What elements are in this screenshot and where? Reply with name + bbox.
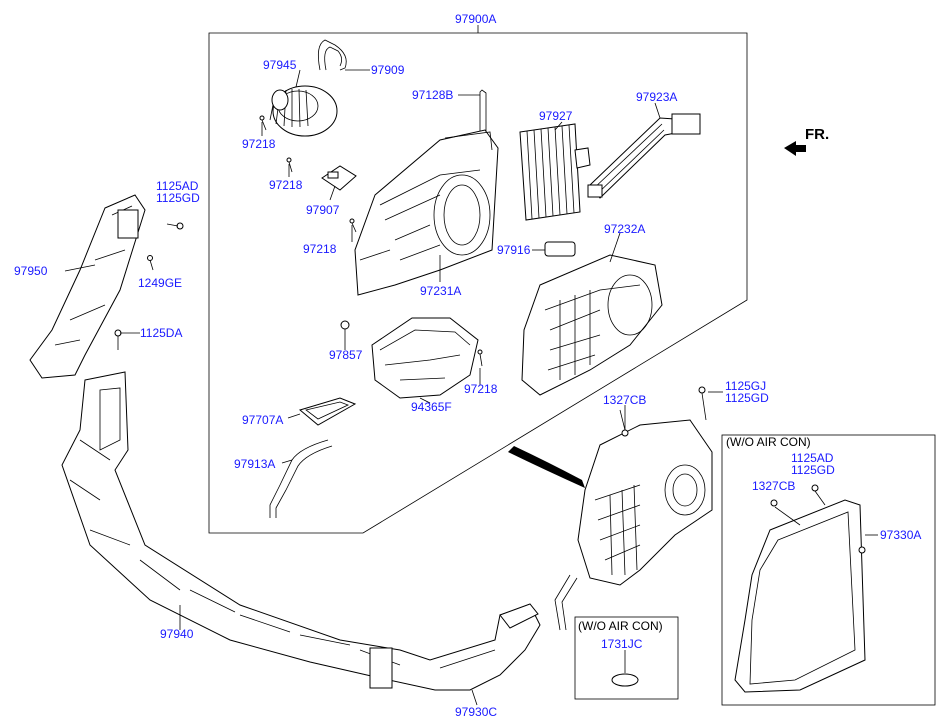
front-arrow-icon bbox=[784, 141, 806, 156]
svg-text:1125AD: 1125AD bbox=[156, 179, 199, 193]
svg-text:97857: 97857 bbox=[329, 348, 363, 362]
wo-air-con-label-bottom: (W/O AIR CON) bbox=[578, 619, 663, 633]
wo-air-con-label-right: (W/O AIR CON) bbox=[726, 435, 811, 449]
svg-text:1125DA: 1125DA bbox=[140, 326, 182, 340]
svg-text:1125AD: 1125AD bbox=[791, 451, 834, 465]
svg-text:1731JC: 1731JC bbox=[601, 637, 643, 651]
svg-text:97218: 97218 bbox=[464, 382, 498, 396]
resistor-part bbox=[321, 165, 357, 191]
heater-unit-part bbox=[554, 419, 713, 631]
svg-text:1125GD: 1125GD bbox=[156, 191, 200, 205]
svg-text:97707A: 97707A bbox=[242, 413, 283, 427]
valve-part bbox=[544, 241, 576, 257]
svg-text:97950: 97950 bbox=[14, 264, 48, 278]
callout-arrow bbox=[508, 446, 585, 488]
blower-motor-part bbox=[269, 85, 338, 137]
svg-text:97218: 97218 bbox=[303, 242, 337, 256]
duct-a-part bbox=[587, 113, 701, 199]
svg-text:97900A: 97900A bbox=[455, 12, 496, 26]
wo-air-con-box-right bbox=[721, 434, 936, 706]
case-232a-part bbox=[521, 254, 663, 396]
wo-air-con-box-bottom bbox=[574, 616, 679, 700]
svg-text:1125GJ: 1125GJ bbox=[725, 379, 766, 393]
cover-330a-part bbox=[734, 499, 866, 693]
svg-text:97330A: 97330A bbox=[880, 528, 921, 542]
svg-text:1125GD: 1125GD bbox=[791, 463, 835, 477]
housing-part bbox=[371, 317, 479, 399]
plug-part bbox=[611, 673, 639, 687]
assembly-frame bbox=[208, 32, 748, 534]
svg-text:97945: 97945 bbox=[263, 58, 297, 72]
svg-text:1249GE: 1249GE bbox=[138, 276, 182, 290]
svg-text:97930C: 97930C bbox=[455, 705, 497, 719]
svg-text:97916: 97916 bbox=[497, 243, 531, 257]
svg-text:1125GD: 1125GD bbox=[725, 391, 769, 405]
svg-text:97128B: 97128B bbox=[412, 88, 453, 102]
svg-text:1327CB: 1327CB bbox=[752, 479, 795, 493]
seal-part bbox=[340, 320, 350, 330]
drain-hose-part bbox=[269, 439, 329, 518]
svg-text:97923A: 97923A bbox=[636, 90, 677, 104]
svg-text:97907: 97907 bbox=[306, 203, 340, 217]
case-231a-part bbox=[354, 129, 499, 296]
bolt-icons-left bbox=[114, 222, 184, 350]
hose-part bbox=[317, 39, 347, 71]
part-labels: 97900A 97945 97909 97128B 97927 97923A 9… bbox=[14, 12, 921, 719]
svg-text:1327CB: 1327CB bbox=[603, 393, 646, 407]
evaporator-part bbox=[519, 123, 591, 221]
svg-text:97927: 97927 bbox=[539, 109, 573, 123]
direction-label: FR. bbox=[805, 126, 829, 143]
leader-lines bbox=[64, 69, 878, 706]
svg-text:97218: 97218 bbox=[242, 137, 276, 151]
svg-text:97913A: 97913A bbox=[234, 457, 275, 471]
svg-text:94365F: 94365F bbox=[411, 400, 452, 414]
svg-text:97909: 97909 bbox=[371, 63, 405, 77]
svg-text:97231A: 97231A bbox=[420, 284, 461, 298]
svg-text:97940: 97940 bbox=[160, 627, 194, 641]
filter-cover-part bbox=[298, 397, 357, 426]
main-duct-part bbox=[61, 371, 541, 691]
rear-duct-part bbox=[29, 194, 146, 379]
svg-text:97232A: 97232A bbox=[604, 222, 645, 236]
svg-text:97218: 97218 bbox=[269, 178, 303, 192]
screw-icons bbox=[259, 115, 483, 367]
